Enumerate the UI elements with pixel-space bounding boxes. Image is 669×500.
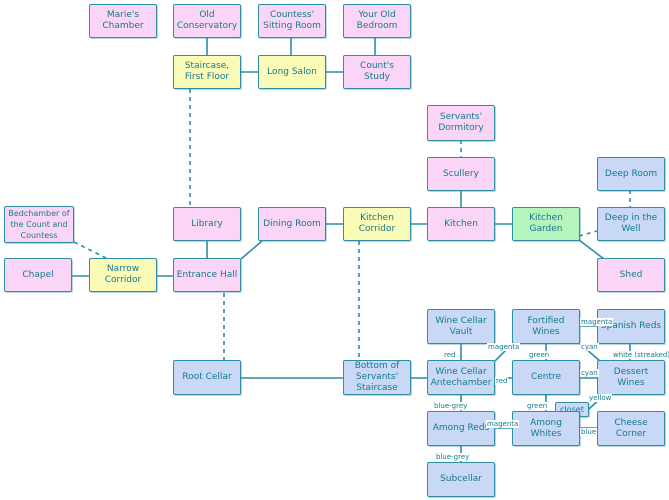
room-kitchen: Kitchen	[427, 207, 495, 241]
edge-bedchamber-corridor	[73, 241, 107, 259]
room-staircase-first-floor: Staircase, First Floor	[173, 55, 241, 89]
room-chapel: Chapel	[4, 258, 72, 292]
room-wine-cellar-vault: Wine Cellar Vault	[427, 309, 495, 344]
edge-label-vault-antechamber: red	[443, 351, 457, 359]
room-dessert-wines: Dessert Wines	[597, 360, 665, 395]
edge-label-centre-dessert: cyan	[580, 369, 599, 377]
room-library: Library	[173, 207, 241, 241]
room-counts-study: Count's Study	[343, 55, 411, 89]
edge-label-antechamber-centre: red	[495, 377, 509, 385]
edge-garden-well	[578, 230, 598, 237]
edge-label-centre-amongwhites: green	[526, 402, 549, 410]
room-cheese-corner: Cheese Corner	[597, 411, 665, 446]
room-maries-chamber: Marie's Chamber	[89, 4, 157, 38]
room-servants-dormitory: Servants' Dormitory	[427, 105, 495, 141]
room-bottom-servants-staircase: Bottom of Servants' Staircase	[343, 360, 411, 395]
edge-label-spanish-dessert: white (streaked)	[612, 351, 669, 359]
edge-label-amongwhites-cheese: blue	[580, 428, 598, 436]
room-among-reds: Among Reds	[427, 411, 495, 446]
edge-label-fortified-antechamber: magenta	[487, 343, 521, 351]
room-spanish-reds: Spanish Reds	[597, 309, 665, 344]
room-deep-in-the-well: Deep in the Well	[597, 207, 665, 241]
room-wine-cellar-antechamber: Wine Cellar Antechamber	[427, 360, 495, 395]
room-kitchen-garden: Kitchen Garden	[512, 207, 580, 241]
edge-label-antechamber-amongreds: blue-grey	[433, 402, 469, 410]
edge-label-fortified-spanish: magenta	[580, 318, 614, 326]
room-deep-room: Deep Room	[597, 157, 665, 191]
edge-label-fortified-centre: green	[528, 351, 551, 359]
room-narrow-corridor: Narrow Corridor	[89, 258, 157, 292]
room-bedchamber: Bedchamber of the Count and Countess	[4, 206, 74, 243]
room-countess-sitting-room: Countess' Sitting Room	[258, 4, 326, 38]
room-fortified-wines: Fortified Wines	[512, 309, 580, 344]
room-shed: Shed	[597, 258, 665, 292]
edge-label-closet-dessert: yellow	[588, 394, 613, 402]
room-among-whites: Among Whites	[512, 411, 580, 446]
room-root-cellar: Root Cellar	[173, 360, 241, 395]
edge-entrance-dining	[240, 240, 263, 260]
room-centre: Centre	[512, 360, 580, 395]
edge-label-amongreds-subcellar: blue-grey	[435, 453, 471, 461]
room-your-old-bedroom: Your Old Bedroom	[343, 4, 411, 38]
edge-garden-shed	[578, 239, 605, 260]
room-entrance-hall: Entrance Hall	[173, 258, 241, 292]
edge-label-fortified-dessert: cyan	[580, 343, 599, 351]
room-long-salon: Long Salon	[258, 55, 326, 89]
room-scullery: Scullery	[427, 157, 495, 191]
room-kitchen-corridor: Kitchen Corridor	[343, 207, 411, 241]
room-subcellar: Subcellar	[427, 462, 495, 497]
room-old-conservatory: Old Conservatory	[173, 4, 241, 38]
room-dining-room: Dining Room	[258, 207, 326, 241]
edge-label-amongreds-amongwhites: magenta	[486, 420, 520, 428]
